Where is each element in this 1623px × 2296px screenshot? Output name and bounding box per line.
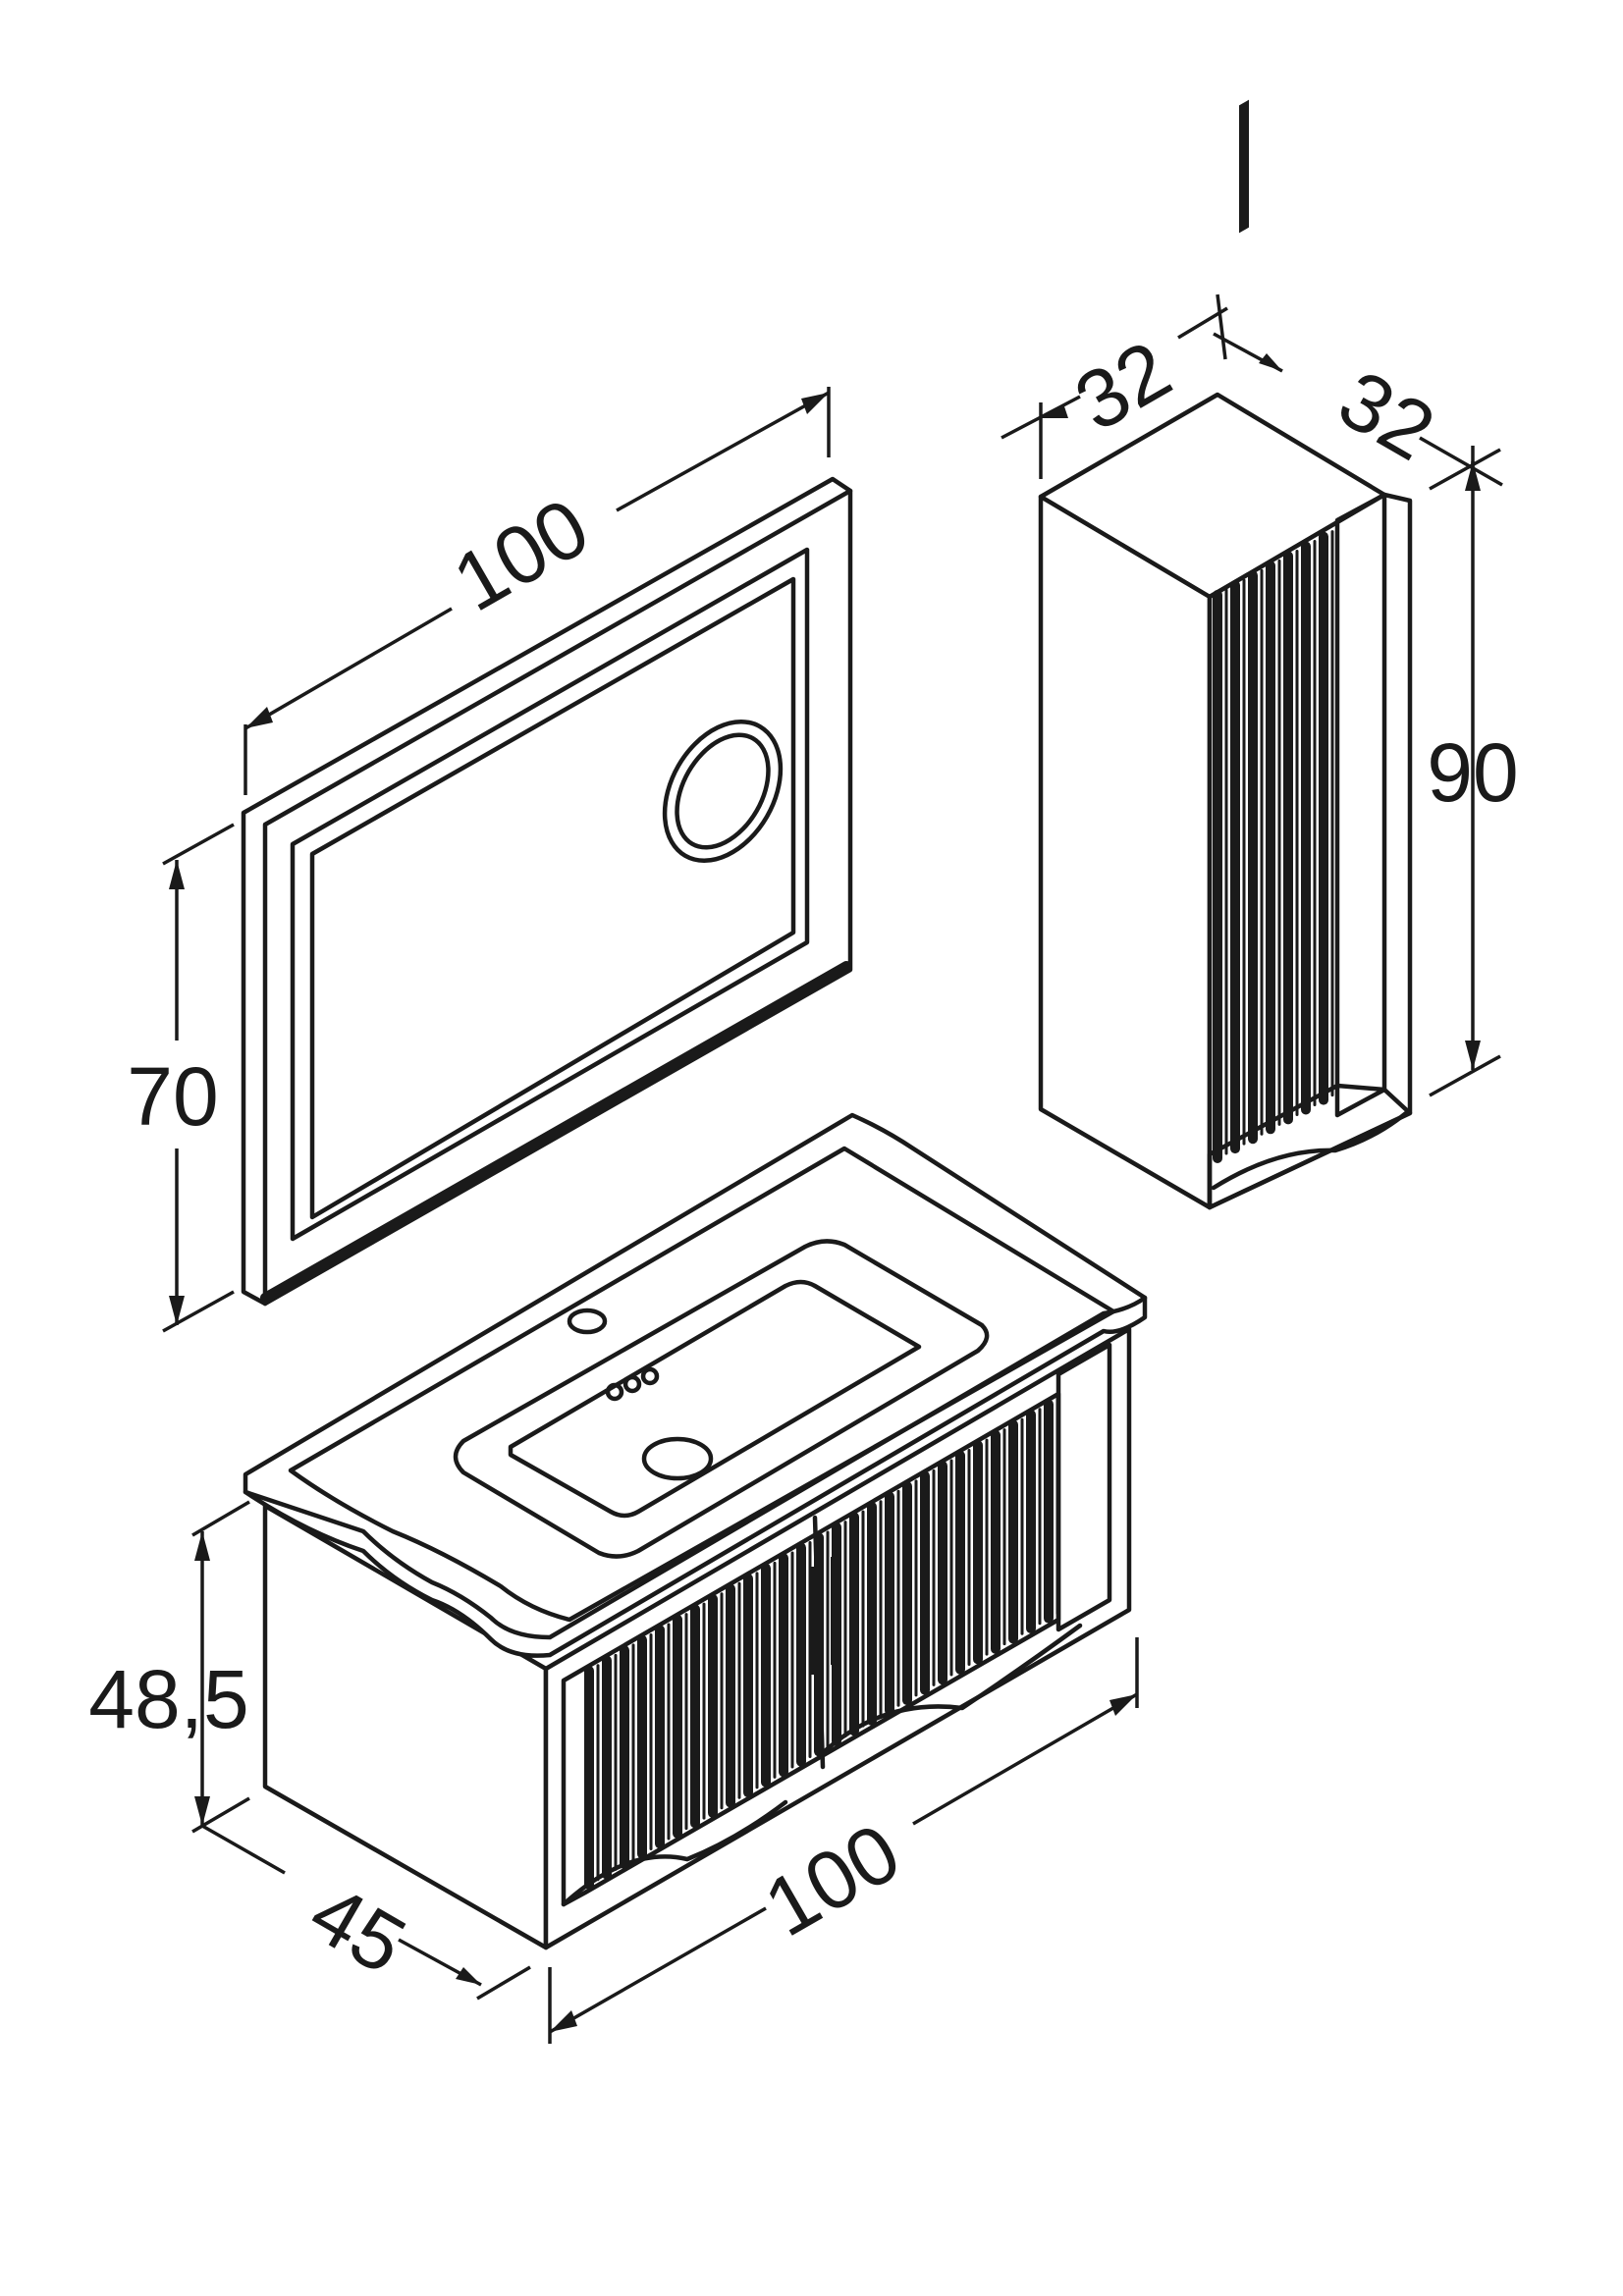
label-mirror-height: 70 <box>127 1050 218 1143</box>
magnifier-mirror <box>662 719 784 864</box>
basin-drain <box>641 1436 714 1481</box>
dim-line-vanity-depth <box>201 1824 286 1875</box>
mirror-frame-outer <box>241 476 853 1307</box>
mirror-panel-inner <box>309 576 796 1220</box>
basin-top <box>243 1112 1148 1658</box>
vanity-handle-left <box>811 1567 820 1675</box>
basin-top-edge <box>243 1295 1148 1640</box>
label-vanity-height: 48,5 <box>88 1653 249 1745</box>
cabinet-left-side <box>1038 494 1213 1210</box>
mirror-frame-side <box>262 488 853 1307</box>
mirror-frame-edge <box>260 961 851 1303</box>
basin-bowl-inner <box>508 1279 922 1519</box>
dim-line-mirror-width <box>244 607 453 730</box>
vanity-door-grooves <box>584 1397 1059 1890</box>
vanity-handle-right <box>831 1557 839 1665</box>
tap-hole <box>567 1308 608 1335</box>
vanity-unit <box>243 1112 1148 1950</box>
label-mirror-width: 100 <box>438 480 603 628</box>
mirror-panel <box>290 547 810 1242</box>
label-vanity-width: 100 <box>749 1805 914 1953</box>
dimension-lines <box>162 294 1503 2044</box>
basin-rim <box>288 1146 1116 1623</box>
cabinet-door-grooves <box>1213 530 1334 1163</box>
mirror <box>241 476 853 1307</box>
cabinet-door-handle <box>1239 99 1249 234</box>
vanity-plinth-curve-right <box>822 1623 1083 1754</box>
dim-line-cabinet-depth-left <box>1001 395 1081 440</box>
label-vanity-depth: 45 <box>296 1866 421 1992</box>
vanity-plinth-curve-left <box>561 1799 788 1907</box>
dim-line-vanity-width <box>549 1906 767 2034</box>
label-cabinet-height: 90 <box>1427 726 1518 819</box>
cabinet-plinth-curve <box>1211 1110 1409 1191</box>
overflow-holes <box>605 1366 660 1402</box>
tall-cabinet <box>1038 99 1413 1210</box>
basin-bowl <box>453 1239 990 1559</box>
label-cabinet-depth-right: 32 <box>1325 352 1450 478</box>
